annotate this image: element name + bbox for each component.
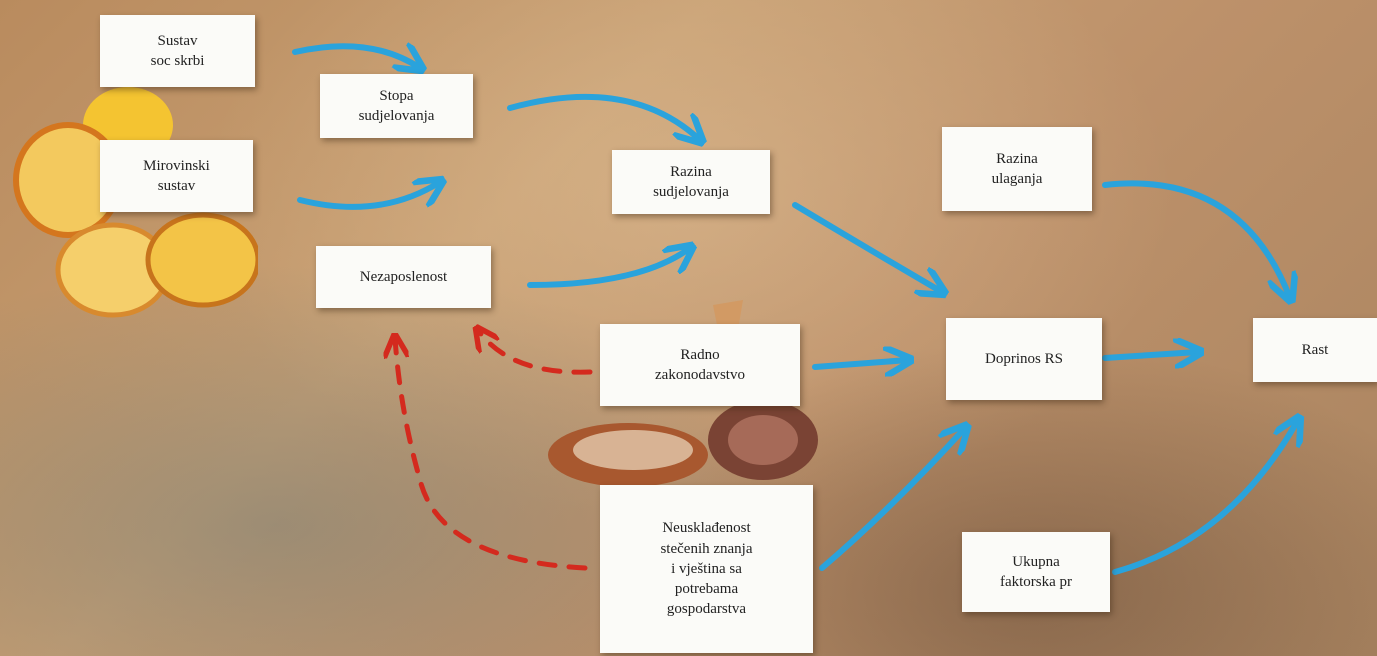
node-razina-ulaganja: Razina ulaganja xyxy=(942,127,1092,211)
node-doprinos-rs: Doprinos RS xyxy=(946,318,1102,400)
arrow-razina-sudjelovanja-to-doprinos xyxy=(795,205,942,292)
node-label: Neusklađenost stečenih znanja i vještina… xyxy=(660,518,752,619)
arrow-nezaposlenost-to-razina-sudjelovanja xyxy=(530,248,690,285)
node-rast: Rast xyxy=(1253,318,1377,382)
node-label: Sustav soc skrbi xyxy=(151,31,205,72)
node-razina-sudjelovanja: Razina sudjelovanja xyxy=(612,150,770,214)
arrow-radno-to-doprinos xyxy=(815,360,908,367)
node-label: Rast xyxy=(1302,340,1329,360)
node-nezaposlenost: Nezaposlenost xyxy=(316,246,491,308)
arrow-soc-skrbi-to-stopa xyxy=(295,46,420,68)
node-stopa-sudjelovanja: Stopa sudjelovanja xyxy=(320,74,473,138)
node-label: Razina ulaganja xyxy=(992,149,1043,190)
node-label: Ukupna faktorska pr xyxy=(1000,552,1072,593)
arrow-stopa-to-razina-sudjelovanja xyxy=(510,97,700,140)
node-mirovinski-sustav: Mirovinski sustav xyxy=(100,140,253,212)
arrow-doprinos-to-rast xyxy=(1105,352,1198,358)
node-neuskladenost: Neusklađenost stečenih znanja i vještina… xyxy=(600,485,813,653)
node-label: Doprinos RS xyxy=(985,349,1063,369)
arrow-mirovinski-to-stopa xyxy=(300,182,440,207)
arrow-radno-to-nezaposlenost xyxy=(478,330,590,372)
node-ukupna-faktorska: Ukupna faktorska pr xyxy=(962,532,1110,612)
node-label: Mirovinski sustav xyxy=(143,156,210,197)
node-label: Nezaposlenost xyxy=(360,267,447,287)
arrow-neuskladenost-to-doprinos xyxy=(822,428,965,568)
node-label: Radno zakonodavstvo xyxy=(655,345,745,386)
node-radno-zakonodavstvo: Radno zakonodavstvo xyxy=(600,324,800,406)
node-label: Stopa sudjelovanja xyxy=(359,86,435,127)
node-sustav-soc-skrbi: Sustav soc skrbi xyxy=(100,15,255,87)
arrow-razina-ulaganja-to-rast xyxy=(1105,183,1290,298)
arrow-ukupna-faktorska-to-rast xyxy=(1115,420,1298,572)
node-label: Razina sudjelovanja xyxy=(653,162,729,203)
